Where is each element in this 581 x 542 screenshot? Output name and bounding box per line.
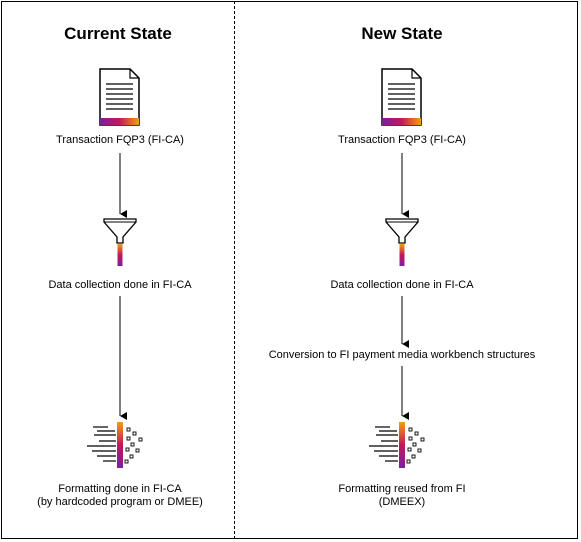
- step-formatting-line1: Formatting done in FI-CA: [58, 483, 182, 495]
- step-transaction-label: Transaction FQP3 (FI-CA): [338, 134, 466, 146]
- step-data-collection-label: Data collection done in FI-CA: [48, 279, 192, 291]
- step-formatting-label: Formatting done in FI-CA (by hardcoded p…: [37, 483, 203, 509]
- current-state-title: Current State: [64, 24, 172, 43]
- step-formatting-label: Formatting reused from FI (DMEEX): [338, 483, 465, 509]
- step-conversion-label: Conversion to FI payment media workbench…: [268, 349, 536, 361]
- document-icon: [381, 68, 422, 126]
- funnel-icon: [385, 218, 419, 266]
- step-transaction-label: Transaction FQP3 (FI-CA): [56, 134, 184, 146]
- column-divider: [234, 1, 235, 539]
- document-icon: [99, 68, 140, 126]
- step-formatting-line1: Formatting reused from FI: [338, 483, 466, 495]
- step-formatting-line2: (by hardcoded program or DMEE): [37, 496, 203, 508]
- new-state-title: New State: [361, 24, 443, 43]
- step-data-collection-label: Data collection done in FI-CA: [330, 279, 474, 291]
- step-formatting-line2: (DMEEX): [378, 496, 426, 508]
- formatting-icon: [87, 422, 143, 468]
- formatting-icon: [369, 422, 425, 468]
- funnel-icon: [103, 218, 137, 266]
